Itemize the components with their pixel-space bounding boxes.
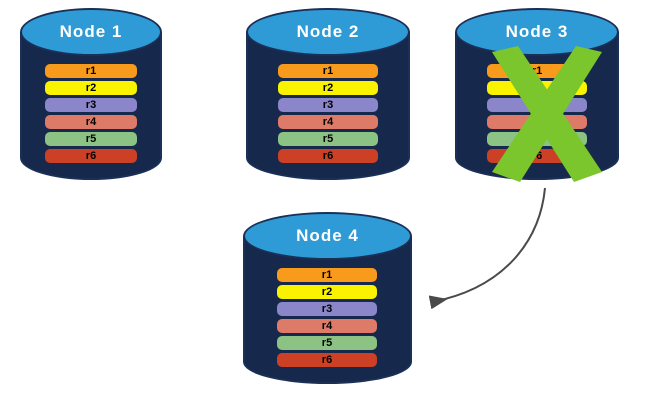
node-4-row-r6[interactable]: r6: [277, 353, 377, 367]
node-1-row-r5[interactable]: r5: [45, 132, 137, 146]
node-1-row-r3[interactable]: r3: [45, 98, 137, 112]
node-3-top: [455, 8, 619, 56]
node-2-rows: r1 r2 r3 r4 r5 r6: [278, 64, 378, 163]
node-1-rows: r1 r2 r3 r4 r5 r6: [45, 64, 137, 163]
node-1-row-r4[interactable]: r4: [45, 115, 137, 129]
node-4-row-r3[interactable]: r3: [277, 302, 377, 316]
node-4-top: [243, 212, 412, 260]
node-1-top: [20, 8, 162, 56]
node-4-rows: r1 r2 r3 r4 r5 r6: [277, 268, 377, 367]
node-4-row-r2[interactable]: r2: [277, 285, 377, 299]
node-1-row-r2[interactable]: r2: [45, 81, 137, 95]
node-3-row-r1[interactable]: r1: [487, 64, 587, 78]
node-2-row-r1[interactable]: r1: [278, 64, 378, 78]
node-4[interactable]: Node 4 r1 r2 r3 r4 r5 r6: [243, 212, 412, 388]
node-3-rows: r1 r2 r3 r4 r5 r6: [487, 64, 587, 163]
node-4-row-r1[interactable]: r1: [277, 268, 377, 282]
node-4-row-r4[interactable]: r4: [277, 319, 377, 333]
node-3-row-r3[interactable]: r3: [487, 98, 587, 112]
node-3-row-r6[interactable]: r6: [487, 149, 587, 163]
node-2-row-r2[interactable]: r2: [278, 81, 378, 95]
node-3-row-r5[interactable]: r5: [487, 132, 587, 146]
node-2-row-r5[interactable]: r5: [278, 132, 378, 146]
node-2-top: [246, 8, 410, 56]
node-1[interactable]: Node 1 r1 r2 r3 r4 r5 r6: [20, 8, 162, 184]
node-2-row-r6[interactable]: r6: [278, 149, 378, 163]
node-1-row-r1[interactable]: r1: [45, 64, 137, 78]
node-3-row-r4[interactable]: r4: [487, 115, 587, 129]
node-4-row-r5[interactable]: r5: [277, 336, 377, 350]
replication-arrow-path: [428, 187, 546, 310]
node-2-row-r4[interactable]: r4: [278, 115, 378, 129]
node-3-row-r2[interactable]: r2: [487, 81, 587, 95]
node-1-row-r6[interactable]: r6: [45, 149, 137, 163]
node-2[interactable]: Node 2 r1 r2 r3 r4 r5 r6: [246, 8, 410, 184]
node-3[interactable]: Node 3 r1 r2 r3 r4 r5 r6: [455, 8, 619, 184]
node-2-row-r3[interactable]: r3: [278, 98, 378, 112]
